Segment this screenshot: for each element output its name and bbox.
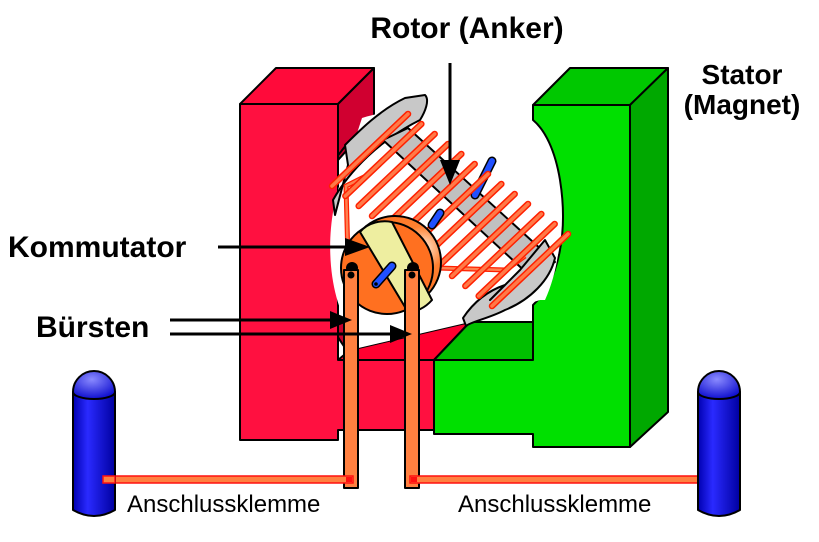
shaft-mid-icon: [429, 210, 443, 228]
stator-south-front-face: [433, 104, 631, 448]
terminal-right-cap: [697, 370, 741, 400]
buersten-label: Bürsten: [36, 311, 149, 344]
terminal-right: [697, 370, 741, 517]
buersten-arrow-head-1-icon: [330, 311, 352, 329]
label-arrows: [170, 63, 460, 343]
winding-turn: [330, 112, 410, 188]
terminal-left-body: [72, 391, 116, 517]
terminal-right-label: Anschlussklemme: [458, 491, 651, 518]
rotor-pole-shoe-upper: [332, 94, 429, 216]
winding-turn: [450, 202, 530, 278]
wire-left: [102, 475, 354, 484]
rotor-windings: [328, 110, 572, 310]
kommutator-label: Kommutator: [8, 231, 187, 264]
shaft-front-icon: [373, 263, 395, 287]
winding-turn: [370, 142, 450, 218]
kommutator-arrow-head-icon: [345, 238, 370, 256]
winding-turn: [356, 132, 437, 208]
brushes: [343, 262, 420, 489]
rotor-arrow-head-icon: [440, 160, 460, 185]
terminal-left: [72, 370, 116, 517]
winding-turn: [490, 232, 570, 308]
buersten-arrow-head-2-icon: [390, 325, 412, 343]
stator-south-pole: [433, 67, 669, 448]
stator-label-line2: (Magnet): [684, 89, 801, 120]
winding-turn: [463, 212, 544, 288]
terminal-left-label: Anschlussklemme: [127, 491, 320, 518]
brush-left: [343, 269, 359, 489]
rotor-pole-shoe-lower: [462, 239, 556, 327]
winding-turn: [343, 122, 424, 198]
stator-south-side-face: [629, 67, 669, 448]
winding-turn: [476, 222, 557, 298]
rotor-label: Rotor (Anker): [370, 12, 563, 45]
wire-right: [409, 475, 711, 484]
winding-turn: [436, 192, 517, 268]
terminal-left-cap: [72, 370, 116, 400]
brush-right: [404, 269, 420, 489]
terminal-right-body: [697, 391, 741, 517]
stator-label-line1: Stator: [702, 59, 783, 90]
